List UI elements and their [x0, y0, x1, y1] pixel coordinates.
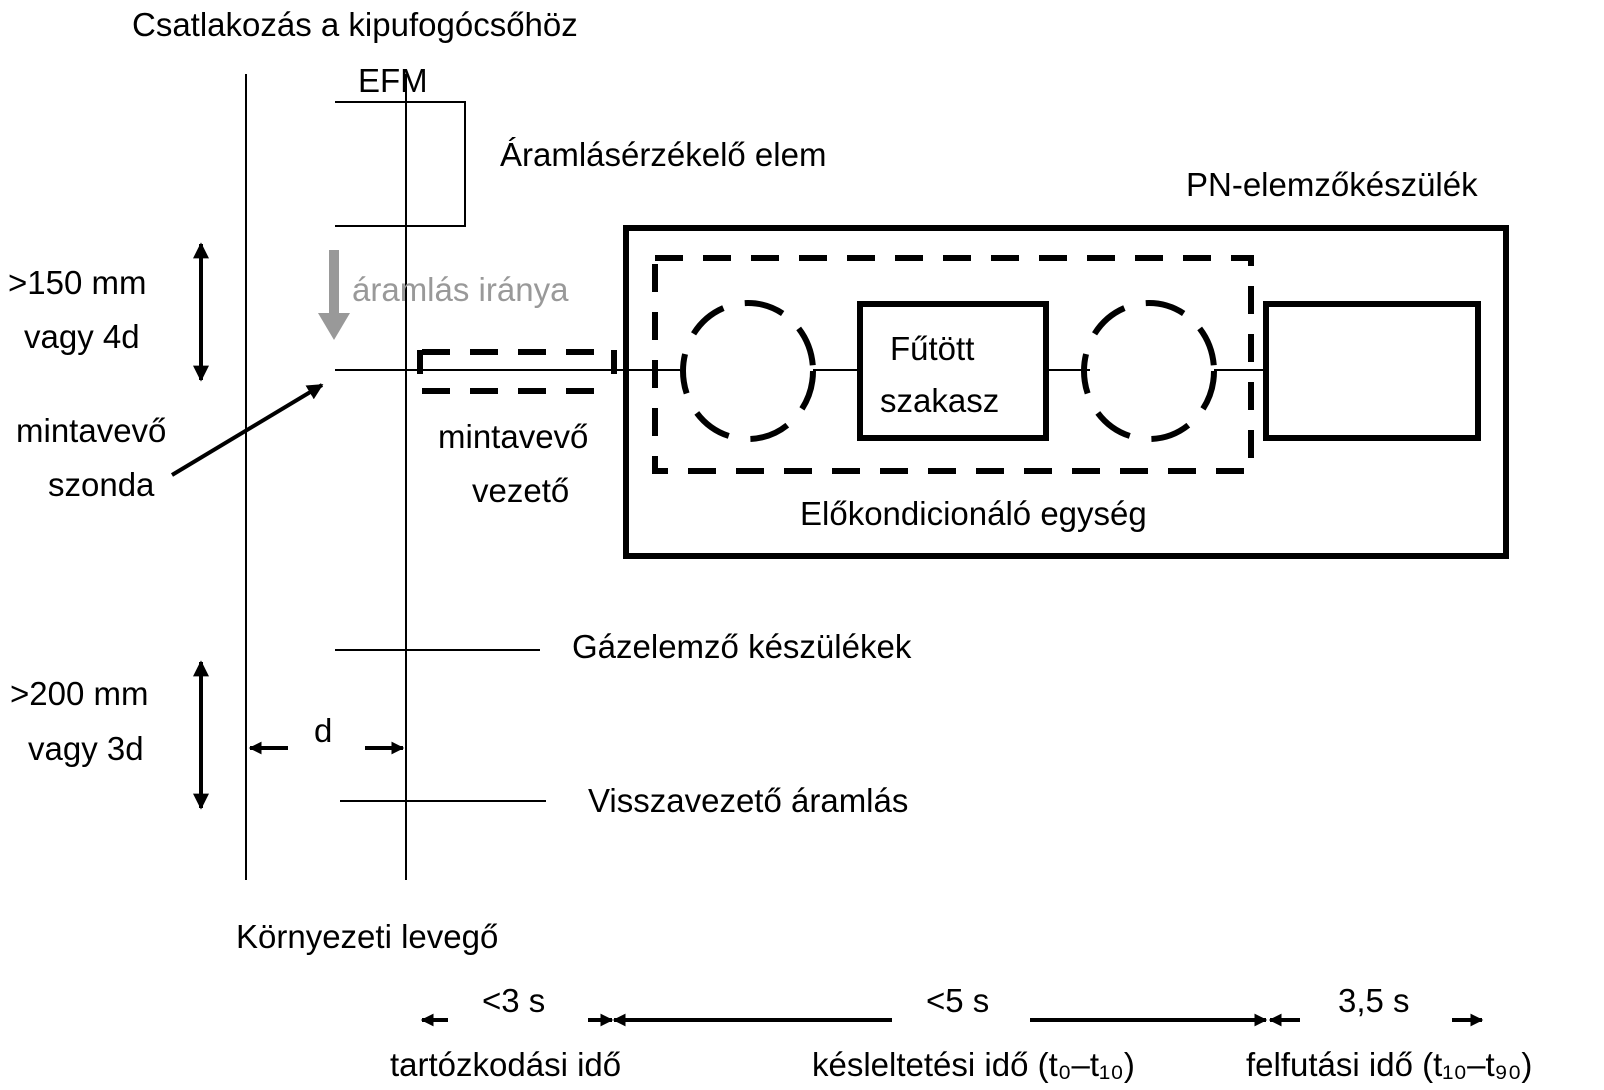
diameter-label: d [314, 712, 332, 749]
dist-top-line1: >150 mm [8, 264, 146, 301]
gas-analyzers-label: Gázelemző készülékek [572, 628, 912, 665]
rise-value: 3,5 s [1338, 982, 1410, 1019]
flow-sensor-label: Áramlásérzékelő elem [500, 136, 826, 173]
heated-label-line2: szakasz [880, 382, 999, 419]
ambient-air-label: Környezeti levegő [236, 918, 498, 955]
flow-direction-arrow-icon [318, 250, 350, 340]
dist-bottom-line2: vagy 3d [28, 730, 144, 767]
probe-label-line1: mintavevő [16, 412, 166, 449]
residence-value: <3 s [482, 982, 545, 1019]
exhaust-connection-label: Csatlakozás a kipufogócsőhöz [132, 6, 578, 43]
dist-bottom-line1: >200 mm [10, 675, 148, 712]
flow-sensor-bracket [335, 101, 466, 227]
return-flow-label: Visszavezető áramlás [588, 782, 908, 819]
pn-counter-box [1263, 301, 1481, 441]
flow-direction-label: áramlás iránya [352, 271, 569, 308]
dist-top-line2: vagy 4d [24, 318, 140, 355]
delay-value: <5 s [926, 982, 989, 1019]
transfer-label-line1: mintavevő [438, 418, 588, 455]
rise-label: felfutási idő (t₁₀–t₉₀) [1246, 1046, 1532, 1083]
probe-pointer-arrow [170, 383, 324, 477]
pn-analyzer-label: PN-elemzőkészülék [1186, 166, 1478, 203]
efm-label: EFM [358, 62, 428, 99]
heated-label-line1: Fűtött [890, 330, 974, 367]
dashed-component-right [1081, 300, 1217, 442]
preconditioning-unit-box [652, 255, 1254, 474]
probe-label-line2: szonda [48, 466, 155, 503]
dashed-component-left [680, 300, 816, 442]
delay-label: késleltetési idő (t₀–t₁₀) [812, 1046, 1135, 1083]
residence-label: tartózkodási idő [390, 1046, 621, 1083]
heated-section-box [857, 301, 1049, 441]
transfer-tube [417, 349, 617, 394]
preconditioning-label: Előkondicionáló egység [800, 495, 1147, 532]
pn-analyzer-box [623, 225, 1509, 559]
timeline: <3 s tartózkodási idő <5 s késleltetési … [390, 982, 1532, 1083]
transfer-label-line2: vezető [472, 472, 569, 509]
